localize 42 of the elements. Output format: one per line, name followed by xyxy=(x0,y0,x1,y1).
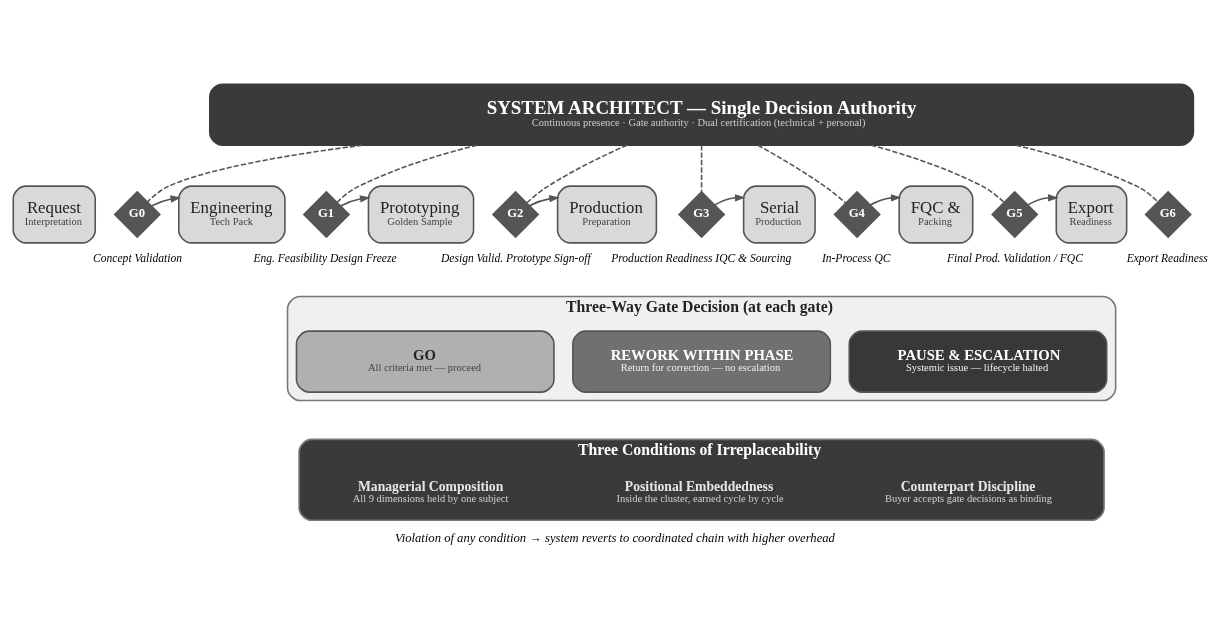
node-label: In-Process QC xyxy=(821,251,891,264)
arrow xyxy=(339,195,371,207)
arrow xyxy=(150,195,182,207)
arrow xyxy=(528,195,560,207)
node-box: Serial Production xyxy=(742,185,816,244)
node-text: Managerial Composition All 9 dimensions held by one subject xyxy=(352,478,509,504)
connector xyxy=(336,144,478,204)
node-box: PAUSE & ESCALATION Systemic issue — lifecycle halted xyxy=(848,330,1108,393)
connector xyxy=(1015,144,1159,203)
node-text: Positional Embeddedness Inside the cluster, earned cycle by cycle xyxy=(616,478,784,504)
node-diamond: G2 xyxy=(491,190,540,239)
node-box: FQC & Packing xyxy=(898,185,974,244)
node-label: Production Readiness IQC & Sourcing xyxy=(611,251,792,264)
node-box: Request Interpretation xyxy=(12,185,97,244)
node-diamond: G3 xyxy=(677,190,726,239)
node-box: Export Readiness xyxy=(1055,185,1128,244)
node-label: Export Readiness xyxy=(1126,251,1208,264)
connector xyxy=(757,144,847,204)
node-label: Final Prod. Validation / FQC xyxy=(946,251,1083,264)
node-diamond: G1 xyxy=(302,190,351,239)
connector xyxy=(146,144,364,203)
node-diamond: G6 xyxy=(1144,190,1192,239)
arrow xyxy=(1027,194,1059,206)
node-text: Counterpart Discipline Buyer accepts gate decisions as binding xyxy=(884,478,1053,504)
connector xyxy=(870,144,1005,203)
node-label: Design Valid. Prototype Sign-off xyxy=(440,251,591,264)
node-diamond: G0 xyxy=(113,190,161,239)
node-box: GO All criteria met — proceed xyxy=(295,330,555,393)
node-diamond: G4 xyxy=(833,190,881,239)
node-box: Engineering Tech Pack xyxy=(178,185,286,244)
arrow xyxy=(714,194,746,206)
node-box: Production Preparation xyxy=(556,185,658,244)
node-label: Concept Validation xyxy=(93,251,182,264)
connector xyxy=(525,144,628,204)
connector xyxy=(700,144,703,193)
node-box: SYSTEM ARCHITECT — Single Decision Authority Continuous presence · Gate authority · Dual certification (technical + personal) xyxy=(209,83,1195,146)
node-diamond: G5 xyxy=(991,190,1039,239)
node-label: Eng. Feasibility Design Freeze xyxy=(253,251,397,264)
arrow xyxy=(869,194,902,206)
node-box: REWORK WITHIN PHASE Return for correction — no escalation xyxy=(572,330,832,393)
caption: Violation of any condition → system reverts to coordinated chain with higher overhead xyxy=(394,530,835,545)
node-box: Prototyping Golden Sample xyxy=(367,185,475,244)
